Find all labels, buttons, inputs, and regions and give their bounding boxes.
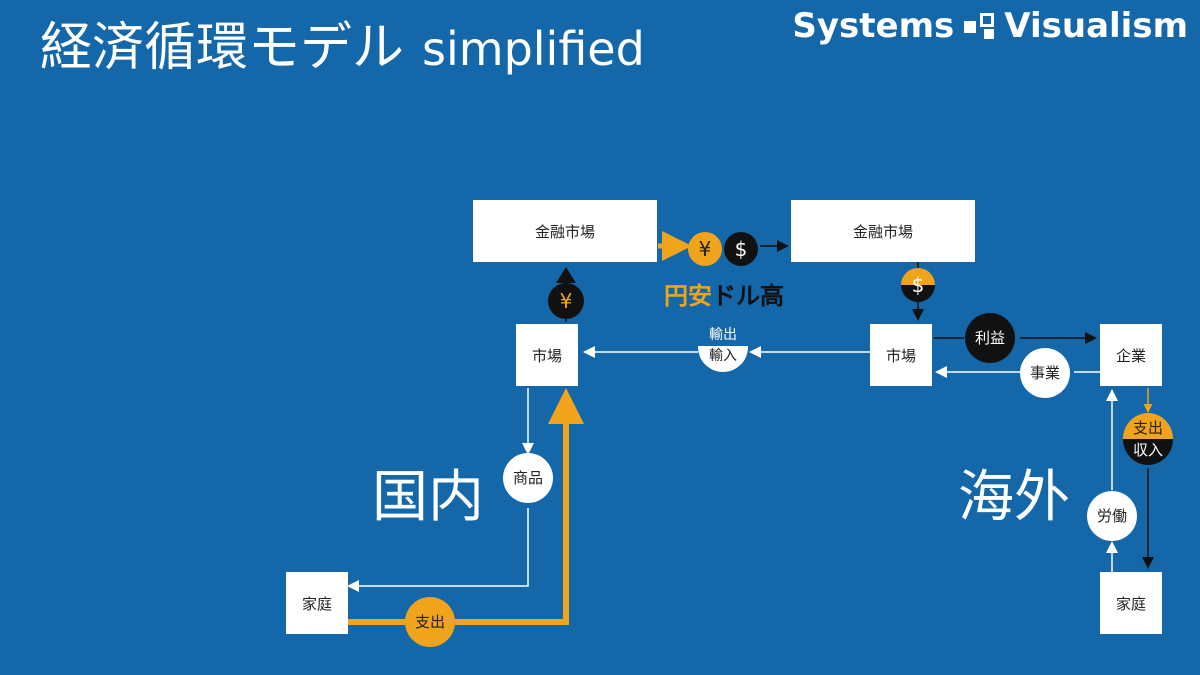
import-label: 輸入 [698,346,748,372]
fx-yen-weak: 円安 [664,282,712,310]
brand-word-right: Visualism [1004,6,1188,46]
title-japanese: 経済循環モデル [40,18,405,78]
profit-circle: 利益 [965,313,1015,363]
brand-mark-icon [964,11,995,41]
labor-circle: 労働 [1087,491,1137,541]
spending-label-right: 支出 [1132,419,1163,437]
dollar-split-icon: $ [901,268,935,302]
page-title: 経済循環モデル simplified [40,12,645,85]
dollar-icon: $ [724,232,758,266]
export-import-circle: 輸出 輸入 [698,322,748,372]
up-triangle-icon [556,267,576,283]
export-label: 輸出 [698,322,748,346]
financial-market-right: 金融市場 [791,200,975,262]
company: 企業 [1100,324,1162,386]
fx-dollar-strong: ドル高 [712,282,784,310]
household-right: 家庭 [1100,572,1162,634]
goods-circle: 商品 [503,453,553,503]
title-english: simplified [422,22,645,76]
fx-label: 円安ドル高 [664,276,784,311]
goods-flow-2 [347,508,529,592]
business-circle: 事業 [1020,348,1070,398]
region-domestic: 国内 [372,465,484,530]
yen-split-icon: ¥ [548,283,584,319]
brand-logo: Systems Visualism [792,4,1188,48]
region-overseas: 海外 [958,465,1070,530]
spending-circle-left: 支出 [405,597,455,647]
market-right: 市場 [870,324,932,386]
yen-icon: ¥ [688,232,722,266]
income-label: 収入 [1132,441,1163,459]
household-left: 家庭 [286,572,348,634]
spending-income-circle: 支出 収入 [1123,413,1173,465]
financial-market-left: 金融市場 [473,200,657,262]
market-left: 市場 [516,324,578,386]
brand-word-left: Systems [792,6,955,46]
